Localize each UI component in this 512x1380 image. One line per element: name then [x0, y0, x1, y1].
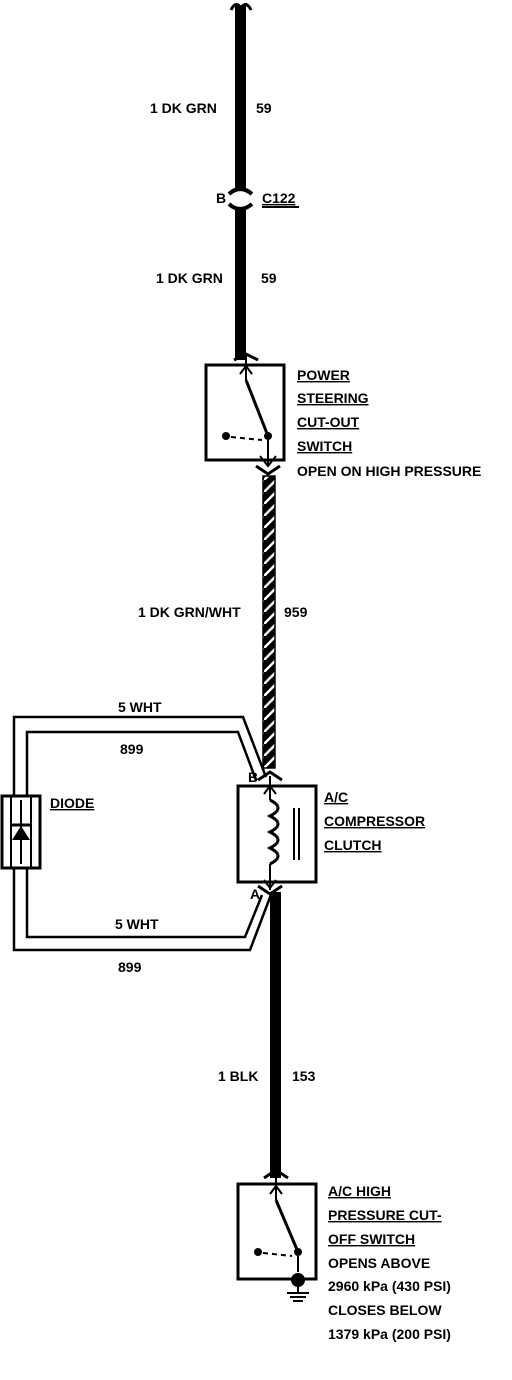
- connector-name: C122: [262, 190, 296, 206]
- ps-switch-label-line-3: CUT-OUT: [297, 414, 360, 430]
- hp-switch-label-line-2: PRESSURE CUT-: [328, 1207, 442, 1223]
- clutch-label-line-2: COMPRESSOR: [324, 813, 425, 829]
- wire-59-upper-circuit: 59: [256, 100, 272, 116]
- hp-switch-note-3: CLOSES BELOW: [328, 1302, 442, 1318]
- hp-switch-note-2: 2960 kPa (430 PSI): [328, 1278, 451, 1294]
- wire-153: [270, 892, 281, 1178]
- high-pressure-switch: [236, 1168, 318, 1281]
- compressor-clutch: [236, 770, 318, 896]
- wire-959-circuit: 959: [284, 604, 308, 620]
- ps-switch-note: OPEN ON HIGH PRESSURE: [297, 463, 481, 479]
- ps-switch-label-line-2: STEERING: [297, 390, 369, 406]
- wire-153-label: 1 BLK: [218, 1068, 258, 1084]
- hp-switch-label-line-1: A/C HIGH: [328, 1183, 391, 1199]
- diode-symbol: [0, 794, 42, 870]
- hp-switch-note-4: 1379 kPa (200 PSI): [328, 1326, 451, 1342]
- power-steering-switch: [204, 352, 286, 476]
- wire-59-lower-label: 1 DK GRN: [156, 270, 223, 286]
- ps-switch-label-line-1: POWER: [297, 367, 350, 383]
- clutch-terminal-a: A: [250, 886, 260, 902]
- diode-branch-wire: [12, 715, 274, 952]
- wire-59-lower: [235, 210, 246, 360]
- hp-switch-note-1: OPENS ABOVE: [328, 1255, 430, 1271]
- clutch-terminal-b: B: [248, 769, 258, 785]
- wire-59-upper: [235, 6, 246, 188]
- ground-icon: [287, 1273, 309, 1302]
- diode-wire-bottom-label: 5 WHT: [115, 916, 159, 932]
- diode-label: DIODE: [50, 795, 94, 811]
- wire-59-upper-label: 1 DK GRN: [150, 100, 217, 116]
- diode-wire-top-label: 5 WHT: [118, 699, 162, 715]
- ps-switch-label-line-4: SWITCH: [297, 438, 352, 454]
- diode-wire-bottom-circuit: 899: [118, 959, 142, 975]
- connector-c122-upper-cap: [227, 187, 254, 196]
- wire-153-circuit: 153: [292, 1068, 316, 1084]
- wire-959: [262, 475, 276, 769]
- diode-wire-top-circuit: 899: [120, 741, 144, 757]
- clutch-label-line-1: A/C: [324, 789, 348, 805]
- hp-switch-label-line-3: OFF SWITCH: [328, 1231, 415, 1247]
- clutch-label-line-3: CLUTCH: [324, 837, 382, 853]
- connector-pin-label: B: [216, 190, 226, 206]
- connector-c122-lower-cap: [227, 202, 254, 211]
- wire-959-label: 1 DK GRN/WHT: [138, 604, 241, 620]
- wire-59-lower-circuit: 59: [261, 270, 277, 286]
